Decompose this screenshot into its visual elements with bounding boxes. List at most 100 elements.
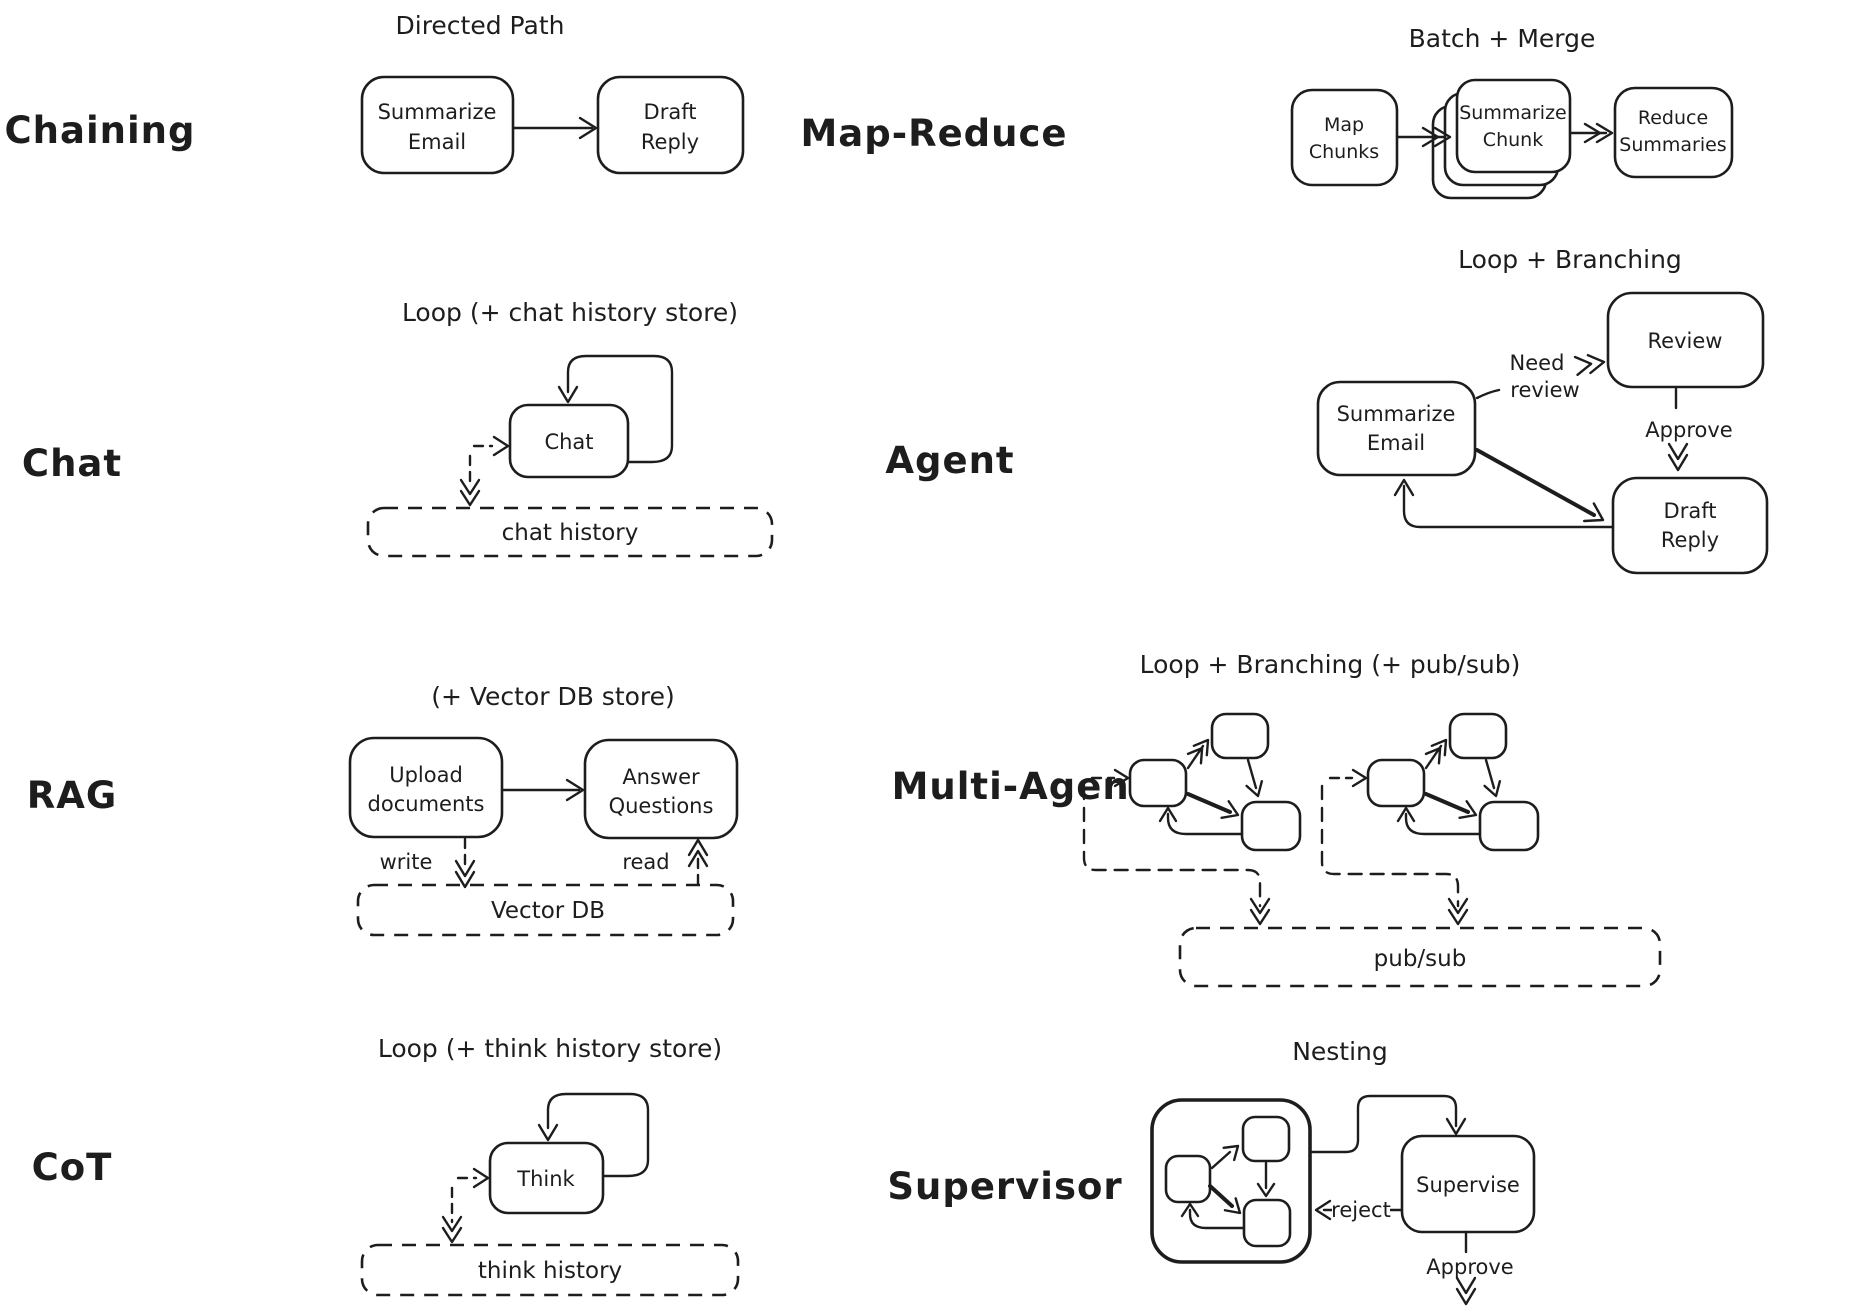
arrowhead-icon (1396, 806, 1416, 823)
nested-arrow (1208, 1184, 1234, 1208)
arrowhead-icon (1455, 1276, 1477, 1306)
pattern-label-chaining: Chaining (5, 109, 196, 152)
arrowhead-icon (1573, 353, 1606, 377)
map-chunks-box (1290, 88, 1399, 187)
arrowhead-icon (557, 385, 579, 404)
arrowhead-icon (1223, 1197, 1242, 1215)
map-reduce-node-line: Chunks (1309, 141, 1379, 163)
agent-cluster-1 (1090, 712, 1302, 852)
arrowhead-icon (1445, 1117, 1467, 1136)
chat-self-loop (566, 354, 674, 464)
cluster-node-box (1366, 758, 1426, 808)
arrowhead-icon (1351, 768, 1368, 788)
agent-node-line: Email (1367, 431, 1425, 455)
rag-node-line: Answer (622, 765, 700, 789)
rag-title: (+ Vector DB store) (431, 682, 675, 711)
chat-box (508, 403, 630, 479)
vector-db-store-label: Vector DB (491, 898, 605, 924)
map-reduce-node-line: Chunk (1483, 129, 1543, 151)
supervise-box (1400, 1134, 1536, 1234)
arrowhead-icon (578, 116, 598, 140)
nested-arrow (1210, 1150, 1232, 1170)
container-to-supervise-arrow (1308, 1094, 1458, 1154)
pattern-label-map-reduce: Map-Reduce (800, 112, 1067, 155)
agent-title: Loop + Branching (1458, 245, 1682, 274)
nested-node-box (1242, 1198, 1292, 1248)
chat-section: Chat Loop (+ chat history store) Chat ch… (22, 298, 774, 558)
supervisor-section: Supervisor Nesting Supervise reject Appr… (887, 1037, 1536, 1306)
map-reduce-node-line: Reduce (1638, 107, 1708, 129)
read-label: read (622, 850, 669, 874)
cluster-node-box (1128, 758, 1188, 808)
rag-node-line: Upload (389, 763, 463, 787)
cluster-arrow (1186, 792, 1232, 814)
agent-section: Agent Loop + Branching Summarize Email R… (885, 245, 1769, 575)
arrowhead-icon (1220, 800, 1240, 820)
chat-history-store-box (366, 506, 774, 558)
think-history-store-label: think history (478, 1258, 622, 1284)
agent-node-line: Summarize (1337, 402, 1456, 426)
arrowhead-icon (1256, 1182, 1276, 1198)
arrowhead-icon (1222, 1144, 1240, 1162)
need-review-leader-line (1475, 388, 1501, 400)
multi-agent-section: Multi-Agent Loop + Branching (+ pub/sub) (892, 650, 1662, 988)
chat-title: Loop (+ chat history store) (402, 298, 738, 327)
arrowhead-icon (441, 1215, 463, 1244)
pattern-label-agent: Agent (885, 439, 1014, 482)
need-review-label: Need (1510, 351, 1565, 375)
cot-title: Loop (+ think history store) (378, 1034, 722, 1063)
pubsub-store-label: pub/sub (1374, 946, 1467, 972)
rag-section: RAG (+ Vector DB store) Upload documents… (27, 682, 739, 937)
pattern-label-multi-agent: Multi-Agent (892, 765, 1149, 808)
cluster1-to-pubsub-dashed-line (1082, 784, 1262, 908)
agent-review-box (1606, 291, 1765, 389)
think-history-store-box (360, 1243, 740, 1297)
agent-node-line: Review (1648, 329, 1723, 353)
cluster-node-box (1240, 800, 1302, 852)
chaining-title: Directed Path (396, 11, 565, 40)
vector-db-store-box (356, 883, 735, 937)
nested-node-box (1241, 1115, 1291, 1163)
think-box (488, 1141, 605, 1215)
upload-documents-box (348, 736, 504, 839)
chat-node-label: Chat (544, 430, 593, 454)
rag-node-line: documents (368, 792, 485, 816)
chat-history-store-label: chat history (502, 520, 639, 546)
map-reduce-node-line: Summaries (1619, 134, 1726, 156)
arrowhead-icon (1667, 442, 1689, 472)
arrowhead-icon (1158, 806, 1178, 823)
think-self-loop (546, 1092, 650, 1178)
chaining-node-line: Summarize (378, 100, 497, 124)
arrowhead-icon (537, 1123, 559, 1142)
cluster-node-box (1210, 712, 1270, 760)
summarize-chunk-box (1455, 78, 1572, 174)
summarize-to-draft-arrow (1475, 448, 1596, 517)
cluster-return-arrow (1404, 812, 1482, 836)
arrowhead-icon (1249, 897, 1271, 926)
chaining-draft-reply-box (596, 75, 745, 175)
arrowhead-icon (1458, 800, 1478, 820)
answer-questions-box (583, 738, 739, 840)
pattern-label-rag: RAG (27, 774, 118, 817)
arrowhead-icon (459, 478, 481, 507)
write-label: write (380, 850, 433, 874)
map-reduce-node-line: Summarize (1459, 102, 1567, 124)
pattern-label-supervisor: Supervisor (887, 1165, 1122, 1208)
chaining-summarize-email-box (360, 75, 515, 175)
arrowhead-icon (1424, 738, 1448, 765)
multi-agent-title: Loop + Branching (+ pub/sub) (1140, 650, 1521, 679)
cluster-arrow (1424, 792, 1470, 814)
arrowhead-icon (565, 778, 585, 802)
pattern-label-cot: CoT (32, 1146, 113, 1189)
map-reduce-section: Map-Reduce Batch + Merge Map Chunks Summ… (800, 24, 1734, 200)
arrowhead-icon (492, 435, 510, 457)
agent-cluster-2 (1328, 712, 1540, 852)
agent-node-line: Draft (1664, 499, 1717, 523)
arrowhead-icon (1421, 126, 1452, 148)
cluster-return-arrow (1166, 812, 1244, 836)
reject-label-bg (1332, 1196, 1390, 1222)
cluster-arrow (1246, 758, 1258, 790)
agent-summarize-email-box (1316, 380, 1477, 477)
supervisor-approve-label: Approve (1426, 1255, 1513, 1279)
